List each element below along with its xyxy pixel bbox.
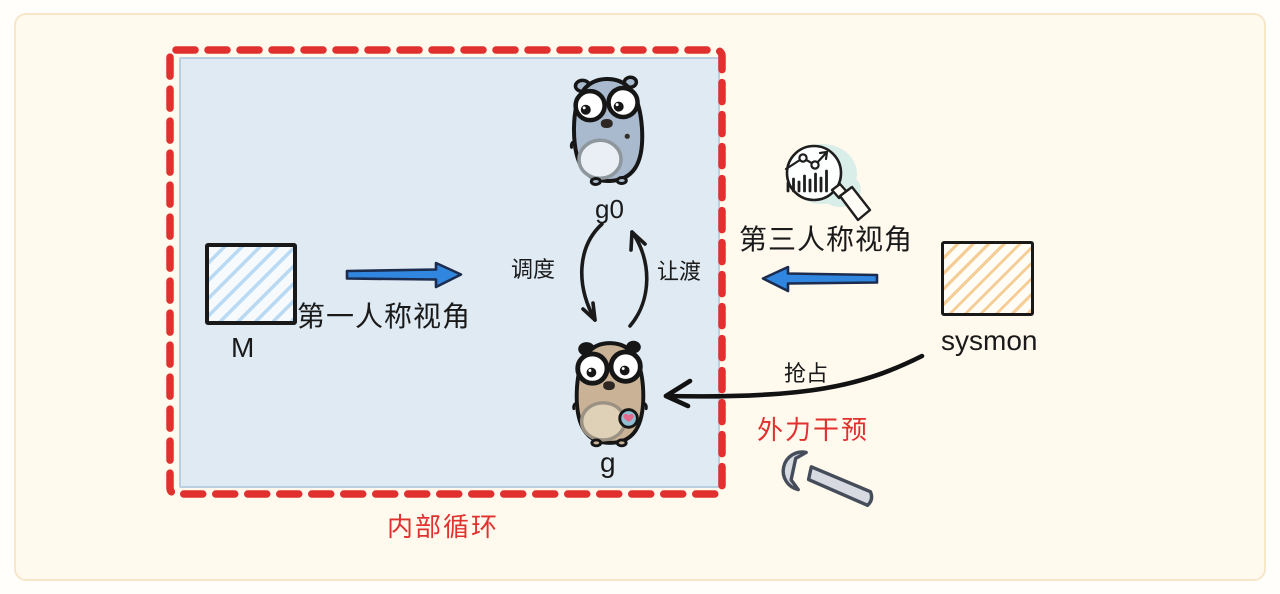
g-label: g <box>600 447 616 478</box>
m-box <box>205 243 297 325</box>
yield-label: 让渡 <box>657 259 702 284</box>
external-force-label: 外力干预 <box>757 415 870 445</box>
wrench-icon <box>781 450 874 508</box>
inner-loop-caption: 内部循环 <box>387 512 500 542</box>
magnifier-chart-icon <box>784 144 872 222</box>
inner-loop-dashed-border <box>166 46 726 498</box>
g0-label: g0 <box>595 194 624 224</box>
schedule-label: 调度 <box>511 257 556 282</box>
first-person-arrow-icon <box>345 261 463 289</box>
m-label: M <box>231 332 255 363</box>
sysmon-box <box>941 241 1034 316</box>
third-person-arrow-icon <box>761 265 879 293</box>
preempt-arrow-icon <box>663 353 925 409</box>
sysmon-label: sysmon <box>941 325 1038 356</box>
gopher-g-icon <box>572 340 648 448</box>
third-person-label: 第三人称视角 <box>739 224 914 255</box>
preempt-label: 抢占 <box>784 361 829 386</box>
first-person-label: 第一人称视角 <box>297 301 472 332</box>
gopher-g0-icon <box>569 75 645 186</box>
schedule-yield-cycle-arrows <box>579 222 649 328</box>
